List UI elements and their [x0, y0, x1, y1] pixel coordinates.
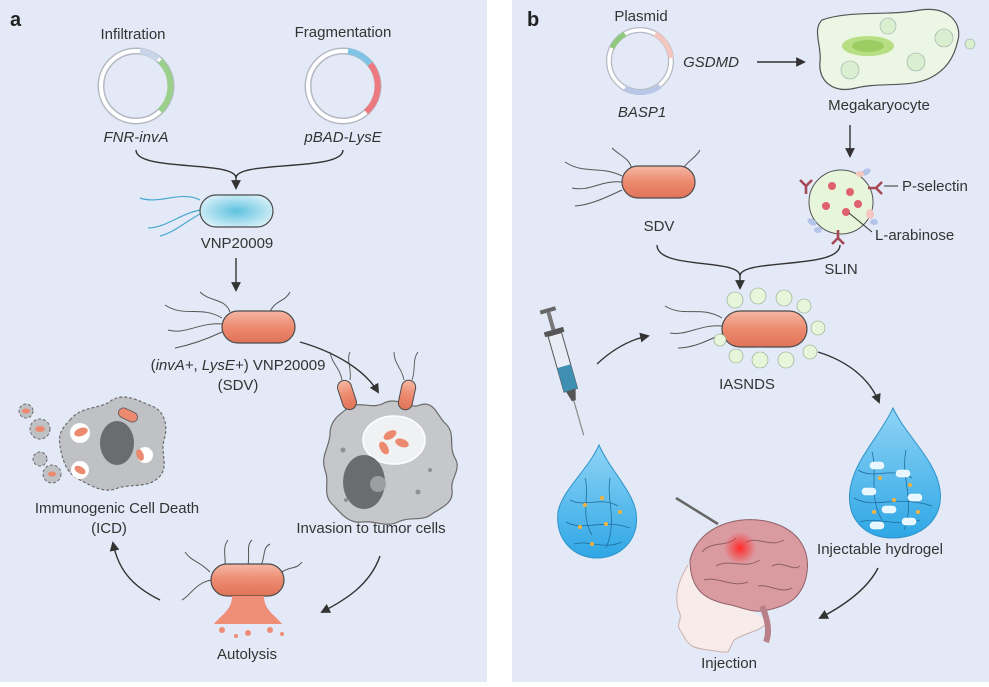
megakaryocyte-label: Megakaryocyte [828, 97, 930, 114]
sdv-bacterium-icon [164, 291, 296, 349]
fnr-inva-label: FNR-invA [103, 129, 168, 146]
slin-label: SLIN [824, 261, 857, 278]
l-arabinose-label: L-arabinose [875, 227, 954, 244]
l-arabinose-leader [848, 212, 873, 233]
iasnds-label: IASNDS [719, 376, 775, 393]
iasnds-to-hydrogel-arrow [817, 351, 881, 404]
injectable-hydrogel-droplet-icon [849, 406, 941, 539]
sdv-label-line2: (SDV) [218, 377, 259, 394]
basp1-label: BASP1 [618, 104, 666, 121]
invasion-label: Invasion to tumor cells [296, 520, 445, 537]
fragmentation-label: Fragmentation [295, 24, 392, 41]
head-brain-icon [676, 519, 808, 653]
slin-nanoparticle-icon [799, 168, 883, 245]
panel-b-letter: b [527, 9, 539, 31]
syringe-to-iasnds-arrow [596, 332, 650, 365]
injection-label: Injection [701, 655, 757, 672]
vnp20009-bacterium-icon [139, 194, 274, 237]
vnp20009-label: VNP20009 [201, 235, 274, 252]
sdv-b-bacterium-icon [564, 147, 701, 207]
iasnds-icon [664, 287, 826, 369]
sdv-slin-merge-connector [656, 244, 841, 277]
syringe-icon [539, 306, 585, 436]
merge-connector [135, 149, 344, 179]
icd-cell-icon [18, 396, 167, 491]
p-selectin-label: P-selectin [902, 178, 968, 195]
injectable-hydrogel-label: Injectable hydrogel [817, 541, 943, 558]
needle-line [675, 496, 719, 526]
autolysis-bacterium-icon [181, 539, 303, 638]
megakaryocyte-icon [816, 8, 976, 90]
panel-a-letter: a [10, 9, 22, 31]
sdv-b-label: SDV [644, 218, 675, 235]
hydrogel-droplet-icon [557, 443, 637, 559]
invasion-to-autolysis-arrow [320, 555, 381, 613]
plasmid-pbad-lyse-icon [304, 47, 382, 125]
sdv-to-invasion-arrow [299, 341, 379, 394]
pbad-lyse-label: pBAD-LysE [303, 129, 382, 146]
autolysis-to-icd-arrow [109, 541, 161, 601]
icd-label-line1: Immunogenic Cell Death [35, 500, 199, 517]
tumor-cell-icon [323, 351, 458, 525]
infiltration-label: Infiltration [100, 26, 165, 43]
autolysis-label: Autolysis [217, 646, 277, 663]
gsdmd-label: GSDMD [683, 54, 739, 71]
plasmid-fnr-inva-icon [97, 47, 175, 125]
plasmid-gsdmd-basp1-icon [606, 27, 674, 95]
icd-label-line2: (ICD) [91, 520, 127, 537]
hydrogel-to-injection-arrow [818, 567, 879, 619]
sdv-label-line1: (invA+, LysE+) VNP20009 [151, 357, 326, 374]
plasmid-label: Plasmid [614, 8, 667, 25]
